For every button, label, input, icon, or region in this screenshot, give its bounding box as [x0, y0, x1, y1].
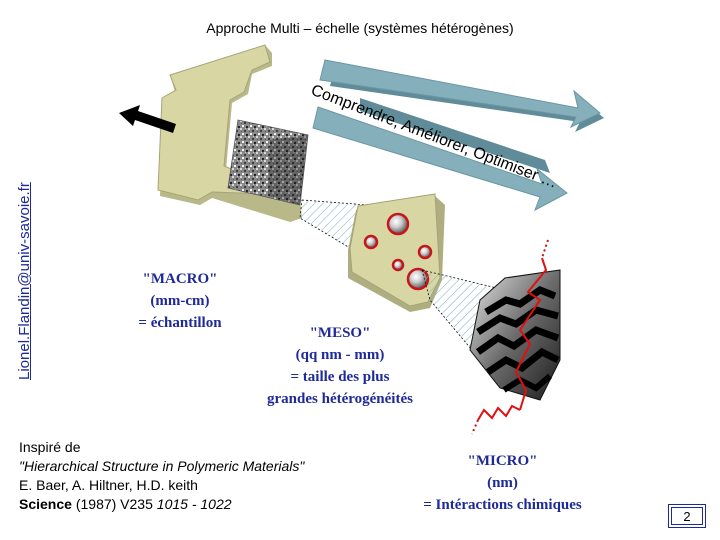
reference-line-1: Inspiré de — [19, 439, 81, 455]
polymer-chain-end — [477, 404, 521, 421]
teal-arrows — [312, 59, 604, 212]
page-number: 2 — [671, 507, 703, 525]
macro-sample — [157, 44, 309, 222]
macro-line-3: = échantillon — [138, 315, 222, 331]
micro-line-2: (nm) — [487, 475, 518, 491]
micro-line-3: = Intéractions chimiques — [423, 497, 582, 513]
reference-title: "Hierarchical Structure in Polymeric Mat… — [19, 458, 305, 474]
inclusion-sphere — [386, 212, 410, 236]
slide-title: Approche Multi – échelle (systèmes hétér… — [206, 20, 514, 36]
inclusion-sphere — [391, 258, 405, 272]
reference-year: (1987) V235 — [75, 496, 153, 512]
polymer-chain — [514, 257, 548, 411]
meso-line-4: grandes hétérogénéités — [267, 391, 413, 407]
meso-line-1: "MESO" — [309, 325, 371, 341]
micro-line-1: "MICRO" — [467, 453, 538, 469]
author-email-link[interactable]: Lionel.Flandin@univ-savoie.fr — [16, 182, 33, 380]
teal-arrow-lower — [312, 106, 568, 212]
reference-authors: E. Baer, A. Hiltner, H.D. keith — [19, 477, 198, 493]
inclusion-sphere — [417, 244, 433, 260]
inclusion-sphere — [363, 234, 379, 250]
page-number-box: 2 — [668, 504, 706, 528]
reference-citation: Science (1987) V235 1015 - 1022 — [19, 495, 304, 514]
micro-lamellae — [469, 239, 561, 435]
macro-label: "MACRO" (mm-cm) = échantillon — [110, 268, 250, 334]
teal-arrow-tail — [360, 98, 550, 173]
meso-label: "MESO" (qq nm - mm) = taille des plus gr… — [235, 322, 445, 410]
micro-label: "MICRO" (nm) = Intéractions chimiques — [390, 450, 615, 516]
reference-block: Inspiré de "Hierarchical Structure in Po… — [19, 438, 304, 514]
reference-journal: Science — [19, 496, 72, 512]
macro-line-2: (mm-cm) — [150, 293, 210, 309]
black-arrow-icon — [119, 105, 176, 133]
meso-line-2: (qq nm - mm) — [295, 347, 385, 363]
meso-block — [348, 193, 445, 312]
reference-pages: 1015 - 1022 — [156, 496, 232, 512]
macro-line-1: "MACRO" — [142, 271, 218, 287]
meso-line-3: = taille des plus — [290, 369, 390, 385]
teal-arrow-upper — [319, 59, 601, 129]
micrograph-image — [228, 120, 308, 205]
